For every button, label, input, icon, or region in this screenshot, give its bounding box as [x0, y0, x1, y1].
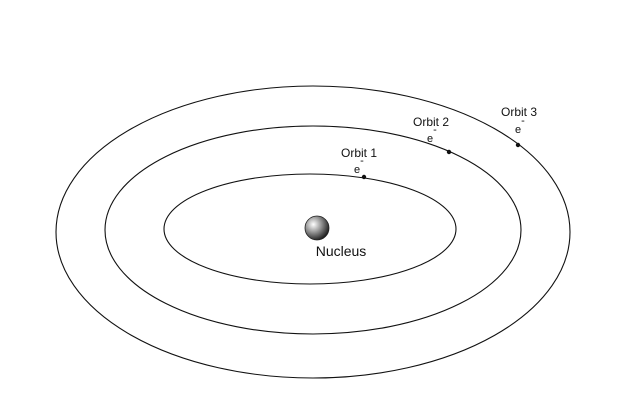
- orbit-1-electron-symbol: e: [354, 164, 360, 176]
- orbit-2-electron-symbol: e: [427, 133, 433, 145]
- orbit-1-charge-mark: -: [360, 155, 364, 167]
- orbit-3-path: [55, 85, 571, 379]
- orbit-3-label: Orbit 3: [501, 105, 537, 119]
- nucleus-label: Nucleus: [316, 243, 367, 259]
- orbit-3-electron-symbol: e: [515, 124, 521, 136]
- orbit-2-charge-mark: -: [433, 124, 437, 136]
- orbit-2-path: [104, 125, 522, 335]
- orbit-3-charge-mark: -: [521, 115, 525, 127]
- orbit-3-electron: [515, 142, 521, 148]
- orbit-2-electron: [446, 149, 452, 155]
- orbit-1-path: [163, 173, 457, 285]
- orbit-1-label: Orbit 1: [341, 146, 377, 160]
- orbit-1-electron: [361, 174, 367, 180]
- nucleus-sphere: [304, 215, 330, 241]
- orbit-2-label: Orbit 2: [413, 115, 449, 129]
